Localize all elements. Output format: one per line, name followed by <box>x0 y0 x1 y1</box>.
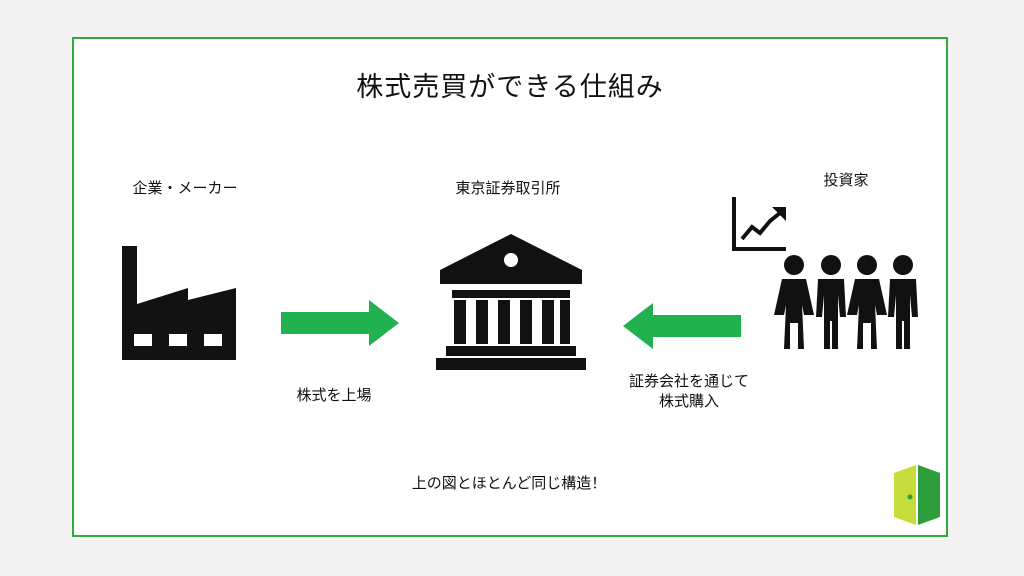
diagram-title: 株式売買ができる仕組み <box>356 72 664 103</box>
list-on-exchange-label: 株式を上場 <box>296 386 372 404</box>
buy-via-broker-line1: 証券会社を通じて <box>628 372 749 390</box>
bank-building-icon <box>436 234 586 370</box>
arrow-right-icon <box>281 300 399 346</box>
investors-label: 投資家 <box>823 171 869 189</box>
exchange-label: 東京証券取引所 <box>455 179 561 197</box>
diagram-frame: 株式売買ができる仕組み 企業・メーカー 東京証券取引所 投資家 株式を上場 証券… <box>72 37 948 537</box>
buy-via-broker-line2: 株式購入 <box>658 392 719 410</box>
logo-icon <box>894 465 940 525</box>
company-label: 企業・メーカー <box>132 179 238 197</box>
footer-note: 上の図とほとんど同じ構造！ <box>411 474 607 492</box>
arrow-left-icon <box>623 303 741 349</box>
buy-via-broker-label: 証券会社を通じて 株式購入 <box>614 371 764 411</box>
chart-up-icon <box>732 197 786 251</box>
factory-icon <box>122 246 236 360</box>
people-group-icon <box>774 255 918 349</box>
